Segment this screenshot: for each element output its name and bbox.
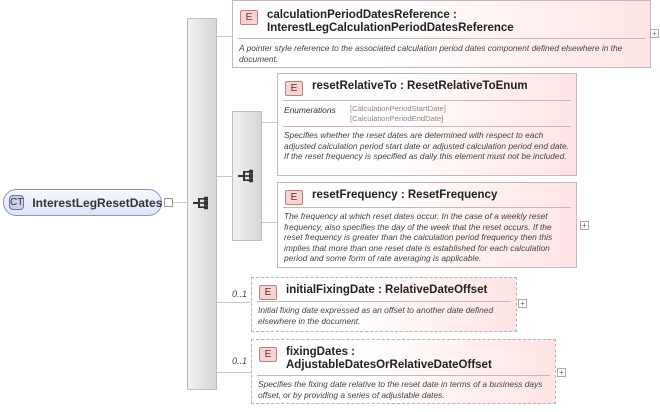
connector-line bbox=[217, 176, 232, 177]
occurrence-label: 0..1 bbox=[232, 356, 248, 366]
element-initial-fixing-date[interactable]: E initialFixingDate : RelativeDateOffset… bbox=[251, 277, 517, 332]
element-documentation: A pointer style reference to the associa… bbox=[239, 43, 623, 64]
element-title: initialFixingDate : RelativeDateOffset bbox=[286, 284, 488, 296]
connector-line bbox=[217, 372, 251, 373]
complex-type-badge: CT bbox=[9, 195, 25, 210]
element-reset-relative-to[interactable]: E resetRelativeTo : ResetRelativeToEnum … bbox=[277, 73, 577, 176]
divider bbox=[283, 100, 571, 101]
element-documentation: Specifies the fixing date relative to th… bbox=[258, 379, 543, 400]
divider bbox=[238, 38, 645, 39]
element-reset-frequency[interactable]: E resetFrequency : ResetFrequency The fr… bbox=[277, 182, 577, 268]
connector-line bbox=[217, 36, 232, 37]
sequence-icon bbox=[238, 169, 253, 183]
sequence-icon bbox=[193, 196, 208, 210]
divider bbox=[283, 126, 571, 127]
expand-plus-icon[interactable]: + bbox=[557, 368, 566, 377]
divider bbox=[283, 207, 571, 208]
element-title: fixingDates : AdjustableDatesOrRelativeD… bbox=[286, 346, 492, 371]
divider bbox=[257, 375, 550, 376]
element-fixing-dates[interactable]: E fixingDates : AdjustableDatesOrRelativ… bbox=[251, 339, 556, 404]
enumerations-label: Enumerations bbox=[284, 105, 336, 115]
element-badge: E bbox=[259, 285, 277, 300]
element-title: resetRelativeTo : ResetRelativeToEnum bbox=[312, 80, 528, 92]
expand-plus-icon[interactable]: + bbox=[518, 299, 527, 308]
element-documentation: Specifies whether the reset dates are de… bbox=[284, 130, 569, 161]
element-badge: E bbox=[285, 190, 303, 205]
connector-line bbox=[262, 122, 277, 123]
occurrence-label: 0..1 bbox=[232, 289, 248, 299]
element-badge: E bbox=[285, 81, 303, 96]
element-badge: E bbox=[240, 10, 258, 25]
element-documentation: The frequency at which reset dates occur… bbox=[284, 211, 553, 263]
enumeration-value: [CalculationPeriodStartDate] bbox=[350, 104, 446, 113]
complex-type-node[interactable]: CT InterestLegResetDates bbox=[3, 189, 162, 216]
enumeration-values: [CalculationPeriodStartDate] [Calculatio… bbox=[350, 104, 446, 124]
sequence-bar-main bbox=[187, 18, 217, 390]
element-badge: E bbox=[259, 347, 277, 362]
expand-plus-icon[interactable]: + bbox=[580, 221, 589, 230]
element-documentation: Initial fixing date expressed as an offs… bbox=[258, 305, 494, 326]
element-title: calculationPeriodDatesReference : Intere… bbox=[267, 9, 514, 34]
expand-plus-icon[interactable]: + bbox=[650, 29, 659, 38]
element-calculation-period-dates-reference[interactable]: E calculationPeriodDatesReference : Inte… bbox=[232, 0, 651, 68]
enumeration-value: [CalculationPeriodEndDate] bbox=[350, 114, 444, 123]
connector-line bbox=[262, 222, 277, 223]
connector-line bbox=[217, 302, 251, 303]
divider bbox=[257, 301, 511, 302]
collapse-icon[interactable] bbox=[164, 198, 173, 207]
complex-type-name: InterestLegResetDates bbox=[32, 195, 163, 210]
element-title: resetFrequency : ResetFrequency bbox=[312, 189, 498, 201]
connector-line bbox=[173, 202, 187, 203]
